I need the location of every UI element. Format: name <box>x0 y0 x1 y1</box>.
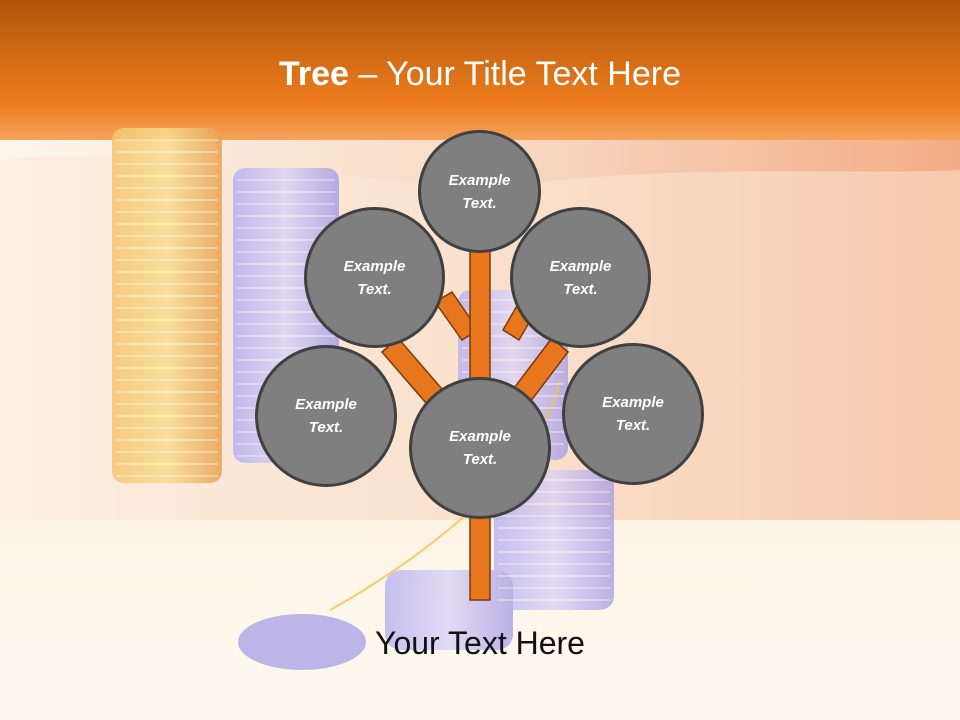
node-label-line1: Example <box>449 428 511 445</box>
coin-stack-gold <box>112 128 222 483</box>
node-label-line1: Example <box>295 396 357 413</box>
node-label-line1: Example <box>549 257 612 275</box>
title-rest: Your Title Text Here <box>386 55 681 93</box>
node-label-line2: Text. <box>308 419 344 436</box>
node-label-line1: Example <box>448 171 511 189</box>
node-label-line1: Example <box>602 394 664 411</box>
footer-text: Your Text Here <box>375 625 585 661</box>
node-label-line2: Text. <box>357 280 392 298</box>
node-label-line1: Example <box>343 257 406 275</box>
coin-flat <box>238 614 366 670</box>
node-label-line2: Text. <box>563 280 598 298</box>
node-label-line2: Text. <box>462 451 498 468</box>
title-dash: – <box>348 55 387 93</box>
node-label-line2: Text. <box>462 194 497 212</box>
slide-title: Tree – Your Title Text Here <box>0 52 960 96</box>
title-bold: Tree <box>279 55 349 93</box>
node-label-line2: Text. <box>615 417 651 434</box>
